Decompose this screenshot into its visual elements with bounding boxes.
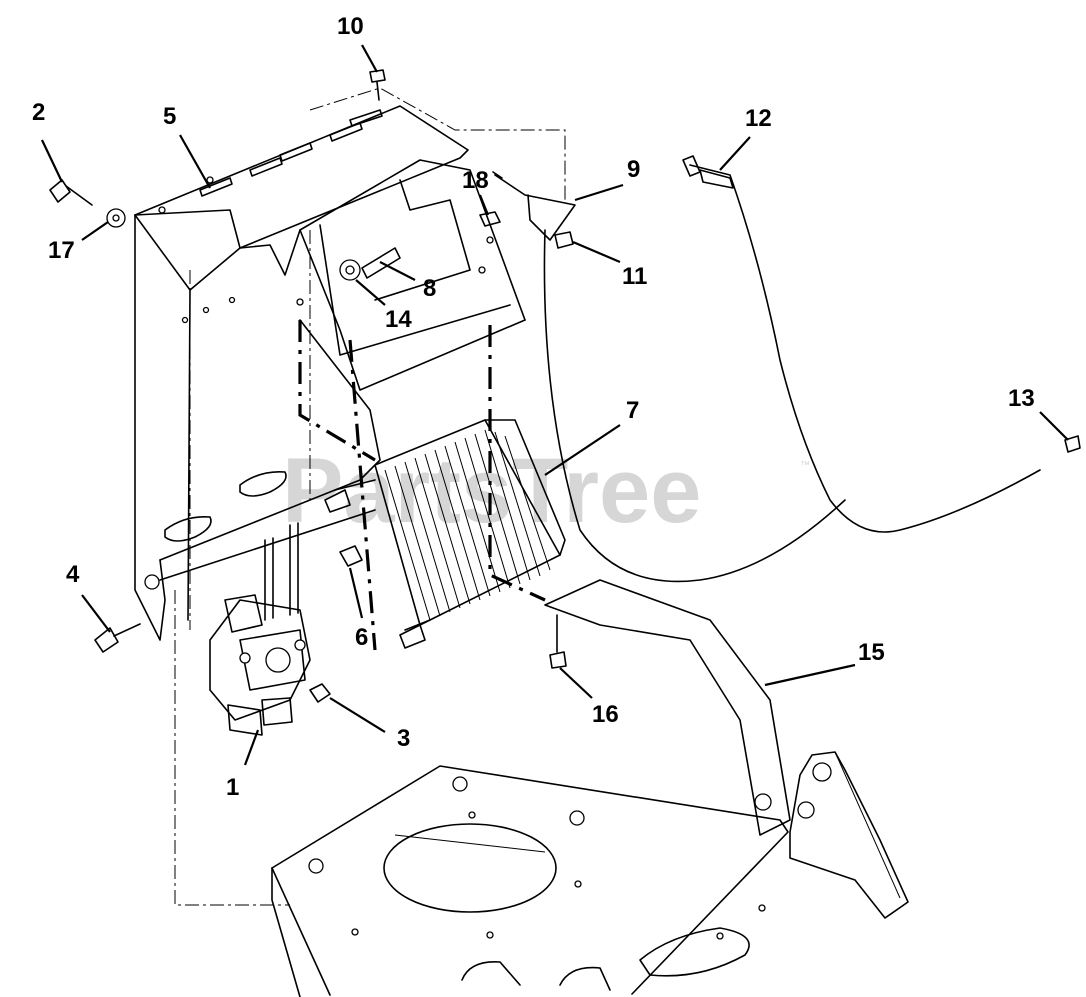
callout-6: 6 xyxy=(355,624,368,651)
frame-base-plate xyxy=(271,765,789,997)
assembly-lines xyxy=(174,87,566,906)
oil-cooler xyxy=(324,419,566,649)
callout-1: 1 xyxy=(226,774,239,801)
callout-16: 16 xyxy=(592,701,619,728)
callout-14: 14 xyxy=(385,306,412,333)
cable-bracket xyxy=(492,171,576,241)
callout-5: 5 xyxy=(163,103,176,130)
support-bracket xyxy=(544,579,791,836)
hardware-fasteners xyxy=(49,69,1081,703)
callout-3: 3 xyxy=(397,725,410,752)
leader-lines xyxy=(41,44,1069,766)
callout-8: 8 xyxy=(423,275,436,302)
hydraulic-control-valve xyxy=(209,522,311,736)
callout-11: 11 xyxy=(622,263,647,290)
callout-10: 10 xyxy=(337,13,364,40)
watermark-trademark: ™ xyxy=(800,460,810,471)
callout-7: 7 xyxy=(626,397,639,424)
frame-side-bracket xyxy=(789,751,909,919)
callout-9: 9 xyxy=(627,156,640,183)
callout-18: 18 xyxy=(462,167,489,194)
callout-4: 4 xyxy=(66,561,80,588)
callout-labels: 1 2 3 4 5 6 7 8 9 10 11 12 13 14 15 16 1… xyxy=(32,13,1035,801)
control-cable xyxy=(543,155,1041,583)
control-panel-housing xyxy=(134,105,526,641)
callout-12: 12 xyxy=(745,105,772,132)
callout-2: 2 xyxy=(32,99,45,126)
callout-15: 15 xyxy=(858,639,885,666)
callout-13: 13 xyxy=(1008,385,1035,412)
callout-17: 17 xyxy=(48,237,75,264)
